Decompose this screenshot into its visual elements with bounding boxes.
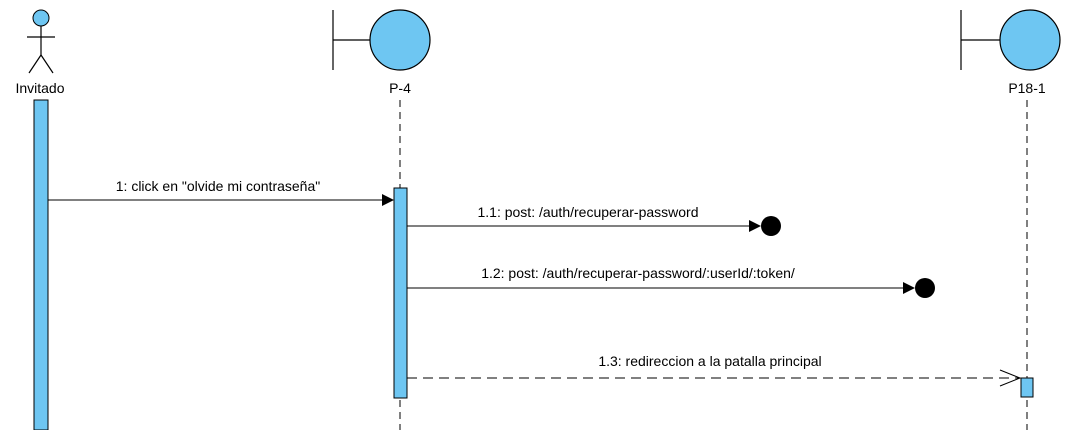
lost-endpoint: [761, 216, 781, 236]
participant-p18-1[interactable]: P18-1: [960, 9, 1061, 96]
message-1[interactable]: 1: click en "olvide mi contraseña": [48, 178, 394, 206]
message-1-2[interactable]: 1.2: post: /auth/recuperar-password/:use…: [407, 265, 935, 298]
message-label: 1.2: post: /auth/recuperar-password/:use…: [481, 265, 795, 281]
message-label: 1.3: redireccion a la patalla principal: [598, 353, 821, 369]
participant-label: P-4: [389, 80, 411, 96]
boundary-icon: [960, 9, 1061, 71]
open-arrowhead: [999, 369, 1022, 387]
actor-icon: [27, 9, 55, 74]
participant-label: Invitado: [15, 80, 64, 96]
message-label: 1.1: post: /auth/recuperar-password: [477, 204, 698, 220]
message-1-3[interactable]: 1.3: redireccion a la patalla principal: [407, 353, 1022, 387]
message-1-1[interactable]: 1.1: post: /auth/recuperar-password: [407, 204, 781, 236]
activation-bar-invitado: [33, 99, 49, 430]
participant-invitado[interactable]: Invitado: [15, 9, 65, 96]
activation-bar-p18-1: [1020, 377, 1034, 398]
participant-p-4[interactable]: P-4: [332, 9, 431, 96]
participant-label: P18-1: [1008, 80, 1046, 96]
activation-bar-p-4: [393, 187, 408, 399]
boundary-icon: [332, 9, 431, 71]
message-label: 1: click en "olvide mi contraseña": [116, 178, 321, 194]
lost-endpoint: [915, 278, 935, 298]
